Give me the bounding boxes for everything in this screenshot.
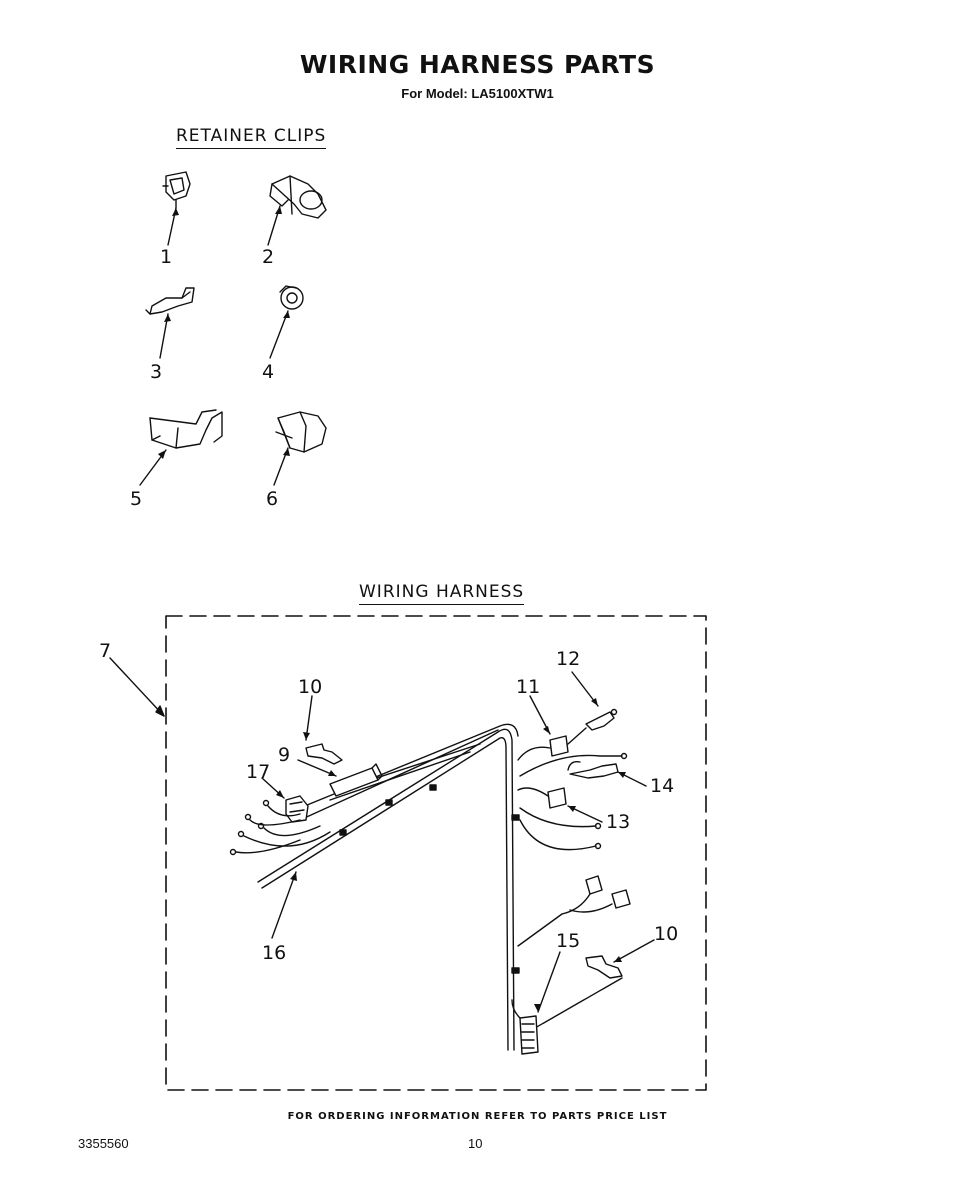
terminal-14	[520, 754, 627, 779]
ordering-note: FOR ORDERING INFORMATION REFER TO PARTS …	[287, 1111, 668, 1122]
connector-11	[518, 736, 568, 760]
terminal-10-top	[306, 744, 342, 764]
retainer-clip-2	[270, 176, 326, 218]
bundle-markers	[340, 785, 519, 973]
retainer-clip-1	[163, 172, 190, 208]
model-subtitle: For Model: LA5100XTW1	[401, 86, 554, 101]
connector-13	[518, 788, 601, 850]
callout-2: 2	[262, 246, 275, 268]
callout-4: 4	[262, 361, 275, 383]
retainer-clip-4	[280, 286, 303, 309]
main-harness-trunk	[258, 724, 518, 1050]
wiring-harness-heading: WIRING HARNESS	[359, 582, 525, 605]
connector-17	[286, 796, 308, 822]
callout-17: 17	[246, 761, 271, 783]
leader-16	[272, 872, 296, 938]
callout-14: 14	[650, 775, 675, 797]
document-number: 3355560	[78, 1136, 129, 1151]
retainer-clips-heading: RETAINER CLIPS	[176, 126, 327, 149]
retainer-clip-5	[150, 410, 222, 448]
callout-9: 9	[278, 744, 291, 766]
callout-3: 3	[150, 361, 163, 383]
callout-15: 15	[556, 930, 581, 952]
retainer-clip-6	[276, 412, 326, 452]
left-wire-branches	[231, 801, 331, 855]
mid-right-connectors	[518, 876, 630, 946]
page-number: 10	[468, 1136, 483, 1151]
leader-10-bottom	[614, 940, 654, 962]
retainer-clip-3	[146, 288, 194, 314]
callout-16: 16	[262, 942, 287, 964]
callout-6: 6	[266, 488, 279, 510]
callout-5: 5	[130, 488, 143, 510]
page-title: WIRING HARNESS PARTS	[299, 50, 656, 79]
leader-4	[270, 311, 288, 358]
leader-7	[110, 658, 164, 716]
callout-11: 11	[516, 676, 541, 698]
connector-15	[512, 1000, 538, 1054]
connector-9	[330, 764, 382, 796]
leader-arrowheads	[158, 206, 626, 1012]
terminal-10-bottom	[528, 956, 622, 1032]
harness-border	[166, 616, 706, 1090]
callout-7: 7	[99, 640, 112, 662]
callout-13: 13	[606, 811, 631, 833]
terminal-12	[568, 710, 617, 745]
callout-1: 1	[160, 246, 173, 268]
callout-10-bottom: 10	[654, 923, 679, 945]
leader-15	[538, 952, 560, 1012]
callout-12: 12	[556, 648, 581, 670]
callout-10-top: 10	[298, 676, 323, 698]
